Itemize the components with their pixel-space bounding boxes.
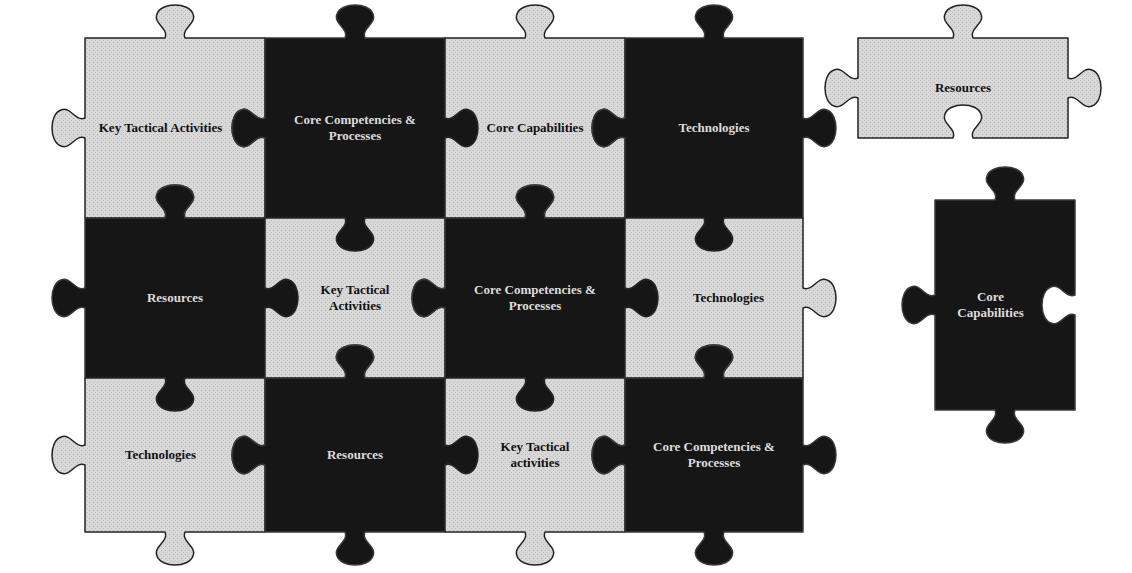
puzzle-piece: Core Capabilities [935, 200, 1075, 410]
piece-label: Resources [147, 290, 203, 306]
piece-shape [52, 5, 265, 218]
piece-label: Key Tactical activities [482, 439, 588, 470]
puzzle-piece: Core Competencies & Processes [265, 38, 445, 218]
piece-label: Core Competencies & Processes [633, 439, 795, 470]
puzzle-piece: Resources [85, 218, 265, 378]
piece-shape [52, 185, 298, 411]
piece-shape [412, 185, 658, 411]
piece-label: Core Competencies & Processes [273, 112, 437, 143]
puzzle-piece: Resources [265, 378, 445, 532]
piece-label: Resources [935, 80, 991, 96]
piece-label: Core Competencies & Processes [453, 282, 617, 313]
piece-label: Resources [327, 447, 383, 463]
piece-shape [592, 345, 836, 565]
puzzle-piece: Core Competencies & Processes [445, 218, 625, 378]
piece-label: Key Tactical Activities [99, 120, 222, 136]
piece-label: Technologies [125, 447, 196, 463]
piece-label: Core Capabilities [487, 120, 584, 136]
piece-label: Core Capabilities [943, 289, 1038, 320]
piece-shape [592, 5, 836, 251]
piece-shape [232, 5, 478, 251]
piece-shape [825, 5, 1101, 138]
piece-shape [902, 167, 1075, 443]
piece-shape [52, 378, 265, 565]
piece-label: Key Tactical Activities [302, 282, 408, 313]
piece-shape [232, 345, 478, 565]
puzzle-piece: Technologies [625, 38, 803, 218]
piece-label: Technologies [678, 120, 749, 136]
piece-label: Technologies [693, 290, 764, 306]
puzzle-piece: Resources [858, 38, 1068, 138]
puzzle-piece: Core Competencies & Processes [625, 378, 803, 532]
